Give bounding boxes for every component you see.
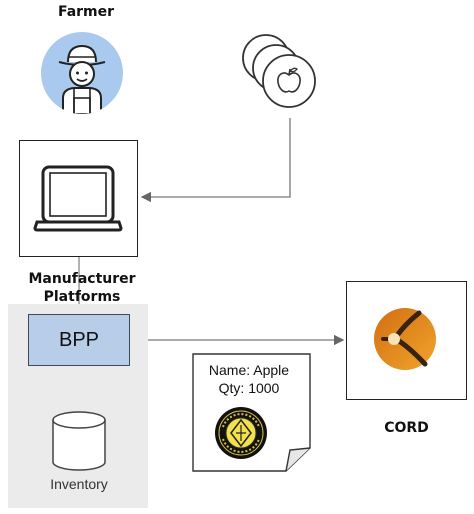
bpp-box: BPP (28, 314, 130, 366)
coins-to-laptop-arrow (140, 118, 291, 203)
document-text: Name: Apple Qty: 1000 (200, 361, 298, 397)
cord-box (346, 281, 467, 400)
manufacturer-label-line1: Manufacturer (28, 271, 136, 287)
inventory-label: Inventory (50, 476, 108, 492)
manufacturer-label-line2: Platforms (43, 289, 121, 305)
cord-logo-icon (374, 308, 436, 370)
bpp-label: BPP (58, 328, 100, 351)
government-seal-icon (215, 407, 267, 459)
database-cylinder-icon (52, 411, 106, 471)
farmer-label: Farmer (57, 4, 115, 20)
cord-label: CORD (384, 420, 429, 436)
manufacturer-platforms-label: Manufacturer Platforms (26, 270, 138, 306)
manufacturer-laptop-box (19, 140, 138, 257)
document-line-qty: Qty: 1000 (218, 380, 280, 396)
farmer-avatar-icon (41, 32, 123, 114)
document-line-name: Name: Apple (208, 362, 290, 378)
laptop-icon (33, 165, 123, 232)
apple-coin-stack-icon (242, 34, 316, 108)
